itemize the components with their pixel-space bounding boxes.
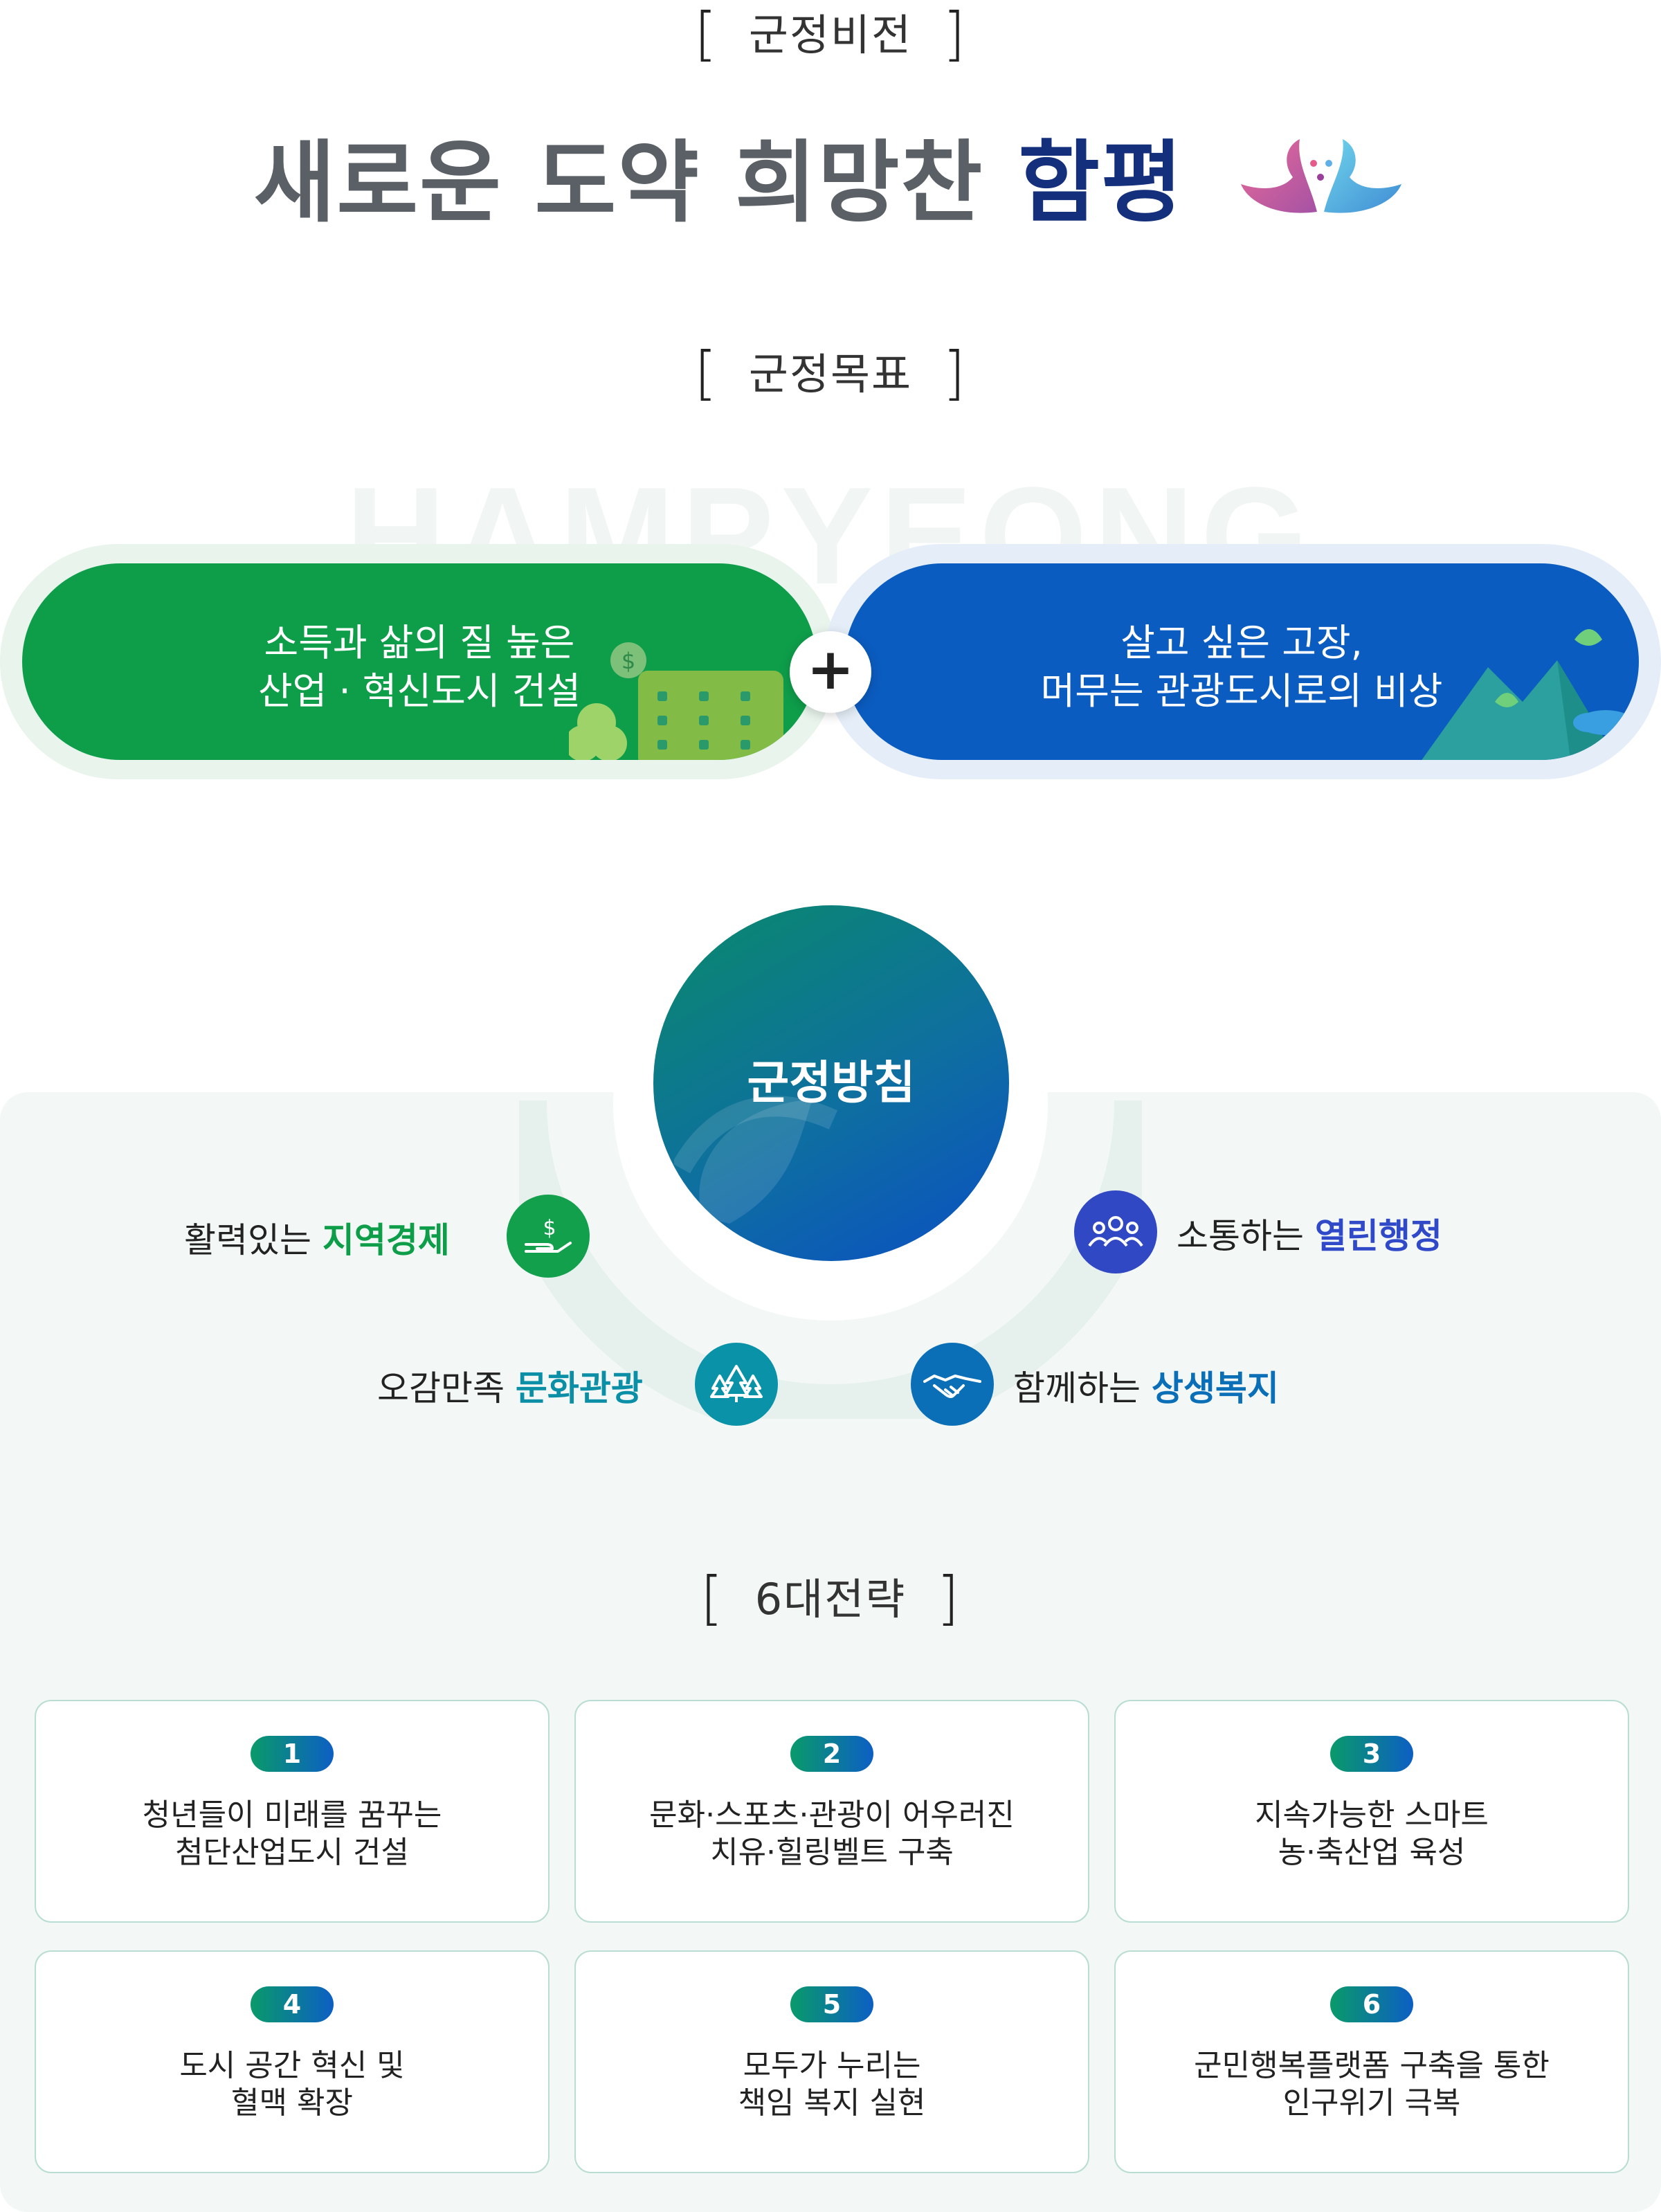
policy-item-economy: 활력있는 지역경제 — [184, 1220, 450, 1260]
handshake-icon — [911, 1343, 994, 1426]
strategy-card-3: 3 지속가능한 스마트 농·축산업 육성 — [1114, 1700, 1629, 1923]
slogan-part1: 새로운 도약 — [253, 132, 700, 235]
strategy-card-4: 4 도시 공간 혁신 및 혈맥 확장 — [35, 1950, 550, 2173]
strategy-number-badge: 5 — [790, 1986, 873, 2022]
slogan-part2: 희망찬 — [735, 132, 984, 235]
goal-left-card: $ 소득과 삶의 질 높은 산업 · 혁신도시 건설 — [22, 563, 817, 760]
butterfly-logo-icon — [1241, 139, 1402, 213]
vision-slogan: 새로운 도약 희망찬 함평 — [0, 111, 1661, 239]
policy-item-tourism: 오감만족 문화관광 — [377, 1368, 643, 1408]
policy-center-circle: 군정방침 — [653, 905, 1009, 1261]
mountain-leaf-icon — [1422, 629, 1633, 760]
strategy-number-badge: 2 — [790, 1736, 873, 1772]
strategy-number-badge: 1 — [251, 1736, 334, 1772]
vision-heading: [군정비전] — [694, 0, 967, 68]
slogan-part3: 함평 — [1018, 132, 1184, 235]
strategy-card-1: 1 청년들이 미래를 꿈꾸는 첨단산업도시 건설 — [35, 1700, 550, 1923]
strategy-number-badge: 3 — [1330, 1736, 1413, 1772]
people-group-icon — [1074, 1190, 1157, 1273]
svg-text:$: $ — [543, 1216, 556, 1240]
goals-heading: [군정목표] — [694, 339, 967, 407]
goal-right-card: 살고 싶은 고장, 머무는 관광도시로의 비상 — [844, 563, 1639, 760]
svg-text:$: $ — [621, 648, 635, 674]
strategy-number-badge: 4 — [251, 1986, 334, 2022]
goal-right-line1: 살고 싶은 고장, — [1120, 621, 1363, 664]
goal-left-line2: 산업 · 혁신도시 건설 — [257, 669, 581, 713]
money-hand-icon: $ — [507, 1195, 590, 1278]
strategy-card-6: 6 군민행복플랫폼 구축을 통한 인구위기 극복 — [1114, 1950, 1629, 2173]
policy-center-label: 군정방침 — [747, 1056, 916, 1109]
strategy-number-badge: 6 — [1330, 1986, 1413, 2022]
plus-icon: + — [790, 631, 871, 713]
strategy-card-5: 5 모두가 누리는 책임 복지 실현 — [574, 1950, 1089, 2173]
policy-item-welfare: 함께하는 상생복지 — [1013, 1368, 1279, 1408]
strategy-card-2: 2 문화·스포츠·관광이 어우러진 치유·힐링벨트 구축 — [574, 1700, 1089, 1923]
leaf-shape-icon — [674, 1096, 838, 1224]
goal-left-line1: 소득과 삶의 질 높은 — [264, 621, 575, 664]
goal-right-line2: 머무는 관광도시로의 비상 — [1040, 669, 1443, 713]
trees-icon — [695, 1343, 778, 1426]
policy-item-administration: 소통하는 열린행정 — [1177, 1216, 1442, 1256]
strategies-heading: [6대전략] — [700, 1564, 961, 1632]
city-building-icon: $ — [569, 642, 783, 760]
